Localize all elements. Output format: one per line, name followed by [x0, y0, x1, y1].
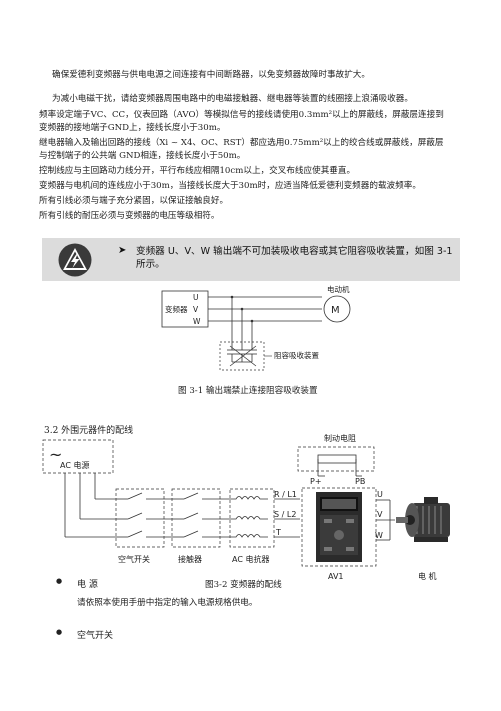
- fig2-breaker-box: [115, 488, 165, 548]
- fig2-input-t: T: [275, 528, 281, 537]
- bullet-breaker-label: 空气开关: [77, 631, 114, 641]
- fig2-contactor-label: 接触器: [178, 554, 202, 564]
- fig2-ac-source-box: [42, 439, 114, 474]
- fig2-breaker-label: 空气开关: [118, 554, 150, 564]
- warning-text: 变频器 U、V、W 输出端不可加装吸收电容或其它阻容吸收装置，如图 3-1 所示…: [136, 245, 453, 271]
- section-title: 3.2 外围元器件的配线: [44, 426, 134, 436]
- fig1-rc-label: 阻容吸收装置: [274, 350, 319, 360]
- fig2-p-plus: P+: [310, 477, 322, 486]
- bullet-power-label: 电 源: [77, 580, 98, 590]
- paragraph-1: 确保爱德利变频器与供电电源之间连接有中间断路器，以免变频器故障时事故扩大。: [52, 70, 370, 80]
- bullet-power-symbol: ●: [56, 577, 63, 585]
- fig1-motor-symbol: M: [331, 305, 340, 316]
- fig1-terminal-w: W: [193, 317, 201, 326]
- warning-bullet: ➤: [118, 245, 127, 256]
- paragraph-8: 变频器与电机间的连线应小于30m，当接线长度大于30m时，应适当降低爱德利变频器…: [39, 181, 421, 191]
- warning-box: [42, 238, 460, 281]
- fig2-motor-label: 电 机: [418, 571, 437, 581]
- fig1-inverter-label: 变频器: [165, 304, 188, 314]
- fig2-output-w: W: [375, 531, 383, 540]
- fig2-input-s: S / L2: [274, 510, 296, 519]
- paragraph-5: 继电器输入及输出回路的接线（Xi ~ X4、OC、RST）都应选用0.75mm²…: [39, 138, 444, 148]
- paragraph-10: 所有引线的耐压必须与变频器的电压等级相符。: [39, 211, 220, 221]
- paragraph-7: 控制线应与主回路动力线分开，平行布线应相隔10cm以上，交叉布线应使其垂直。: [39, 166, 356, 176]
- warning-line-2: 所示。: [136, 259, 165, 270]
- figure-3-1-caption: 图 3-1 输出端禁止连接阻容吸收装置: [178, 386, 318, 396]
- paragraph-9: 所有引线必须与端子充分紧固，以保证接触良好。: [39, 196, 229, 206]
- fig2-brake-label: 制动电阻: [324, 433, 356, 443]
- fig1-terminal-v: V: [193, 305, 199, 314]
- fig2-brake-resistor-box: [297, 446, 375, 472]
- fig2-motor-icon: [396, 497, 450, 542]
- fig1-terminal-u: U: [193, 293, 199, 302]
- warning-line-1: 变频器 U、V、W 输出端不可加装吸收电容或其它阻容吸收装置，如图 3-1: [136, 246, 453, 257]
- high-voltage-warning-icon: [58, 243, 92, 277]
- fig2-drive-label: AV1: [328, 572, 344, 581]
- fig2-input-r: R / L1: [274, 490, 297, 499]
- fig2-reactor-label: AC 电抗器: [232, 554, 269, 564]
- paragraph-3: 频率设定端子VC、CC，仪表回路（AVO）等模拟信号的接线请使用0.3mm²以上…: [39, 110, 444, 120]
- fig2-pb: PB: [355, 477, 365, 486]
- paragraph-2: 为减小电磁干扰，请给变频器周围电路中的电磁接触器、继电器等装置的线圈接上浪涌吸收…: [52, 94, 413, 104]
- fig2-contactor-box: [171, 488, 221, 548]
- fig1-motor-circle: [323, 295, 351, 323]
- bullet-breaker-symbol: ●: [56, 628, 63, 636]
- fig2-output-v: V: [377, 510, 383, 519]
- figure-3-2-caption: 图3-2 变频器的配线: [205, 580, 282, 590]
- fig2-output-u: U: [377, 490, 383, 499]
- fig2-ac-label: AC 电源: [60, 460, 89, 470]
- paragraph-4: 变频器的接地端子GND上，接线长度小于30m。: [39, 123, 226, 133]
- paragraph-6: 与控制端子的公共端 GND相连，接线长度小于50m。: [39, 151, 246, 161]
- fig1-motor-label: 电动机: [327, 284, 350, 294]
- bullet-power-desc: 请依照本使用手册中指定的输入电源规格供电。: [77, 598, 258, 608]
- fig2-drive-box: [301, 487, 377, 567]
- fig2-ac-symbol: ~: [49, 445, 62, 464]
